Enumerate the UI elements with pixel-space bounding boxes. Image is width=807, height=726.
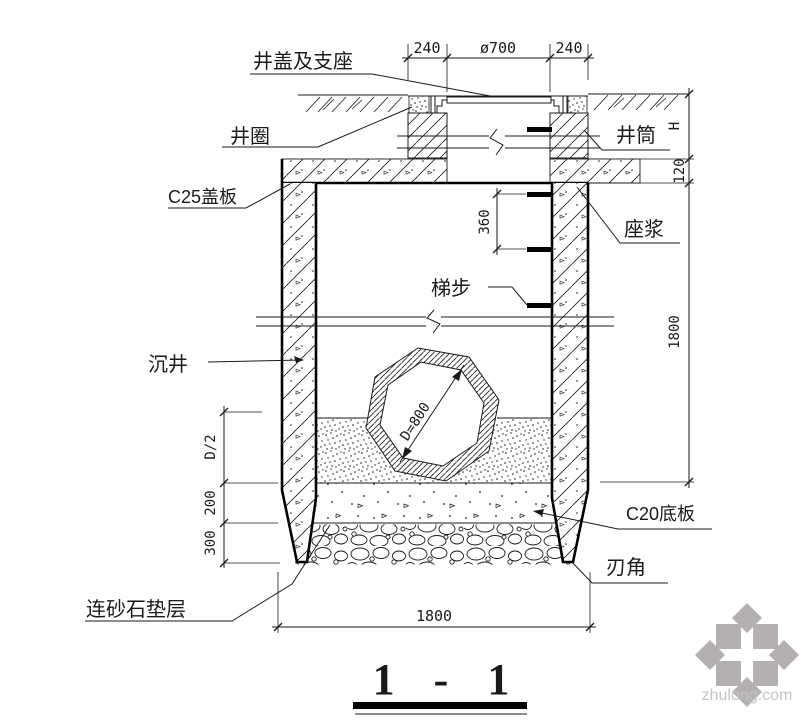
ladder-steps — [527, 192, 552, 308]
ground-surface — [298, 93, 689, 113]
zhulong-logo — [695, 603, 799, 707]
label-cover-support: 井盖及支座 — [253, 50, 353, 73]
dim-H: H — [667, 122, 683, 130]
label-c20-slab: C20底板 — [626, 504, 695, 524]
label-gravel-cushion: 连砂石垫层 — [86, 598, 186, 621]
caisson-walls — [280, 183, 590, 564]
pipe-section: D=800 — [365, 347, 500, 482]
c25-cover-slab — [280, 158, 694, 185]
left-dimension-chain: D/2 200 300 — [203, 406, 280, 568]
ladder-step-bar — [527, 127, 552, 132]
label-well-ring: 井圈 — [230, 125, 270, 148]
watermark-text: zhulong.com — [702, 687, 793, 704]
dim-300: 300 — [203, 530, 219, 555]
dim-120: 120 — [672, 158, 688, 183]
step-spacing-label: 360 — [477, 209, 493, 234]
right-dimension-chain: H 120 1800 — [600, 88, 694, 488]
label-seat-mortar: 座浆 — [624, 218, 664, 241]
well-shaft-walls — [397, 112, 600, 159]
manhole-cover-assembly — [408, 95, 588, 114]
dim-700: ø700 — [480, 39, 516, 57]
label-caisson: 沉井 — [148, 353, 188, 376]
c20-base-slab — [312, 482, 556, 524]
dim-240-left: 240 — [413, 39, 440, 57]
section-title-text: 1 - 1 — [373, 655, 524, 704]
section-title: 1 - 1 — [353, 655, 527, 715]
top-dimension: 240 ø700 240 — [402, 39, 594, 92]
label-c25-slab: C25盖板 — [168, 187, 237, 207]
label-well-shaft: 井筒 — [616, 124, 656, 147]
step-spacing-dim: 360 — [477, 188, 526, 255]
watermark: zhulong.com — [695, 603, 799, 707]
dim-1800-width: 1800 — [416, 607, 452, 625]
sand-gravel-cushion — [295, 524, 571, 565]
break-lines-well — [256, 309, 614, 334]
mortar-block-left — [408, 95, 430, 114]
ground-hatch-right — [593, 94, 679, 111]
ground-hatch-left — [305, 96, 403, 113]
callouts: 井盖及支座 井圈 C25盖板 井筒 座浆 梯步 沉井 C20底板 刃角 连砂石垫… — [85, 50, 712, 622]
dim-200: 200 — [203, 490, 219, 515]
dim-240-right: 240 — [555, 39, 582, 57]
label-ladder-steps: 梯步 — [431, 277, 471, 300]
bottom-dimension: 1800 — [272, 572, 596, 633]
dim-D2: D/2 — [203, 434, 219, 459]
break-symbol-shaft — [489, 128, 504, 156]
label-cutting-edge: 刃角 — [606, 556, 646, 579]
manhole-cover-plate — [446, 96, 552, 104]
dim-1800-depth: 1800 — [667, 315, 683, 349]
mortar-block-right — [567, 95, 588, 114]
